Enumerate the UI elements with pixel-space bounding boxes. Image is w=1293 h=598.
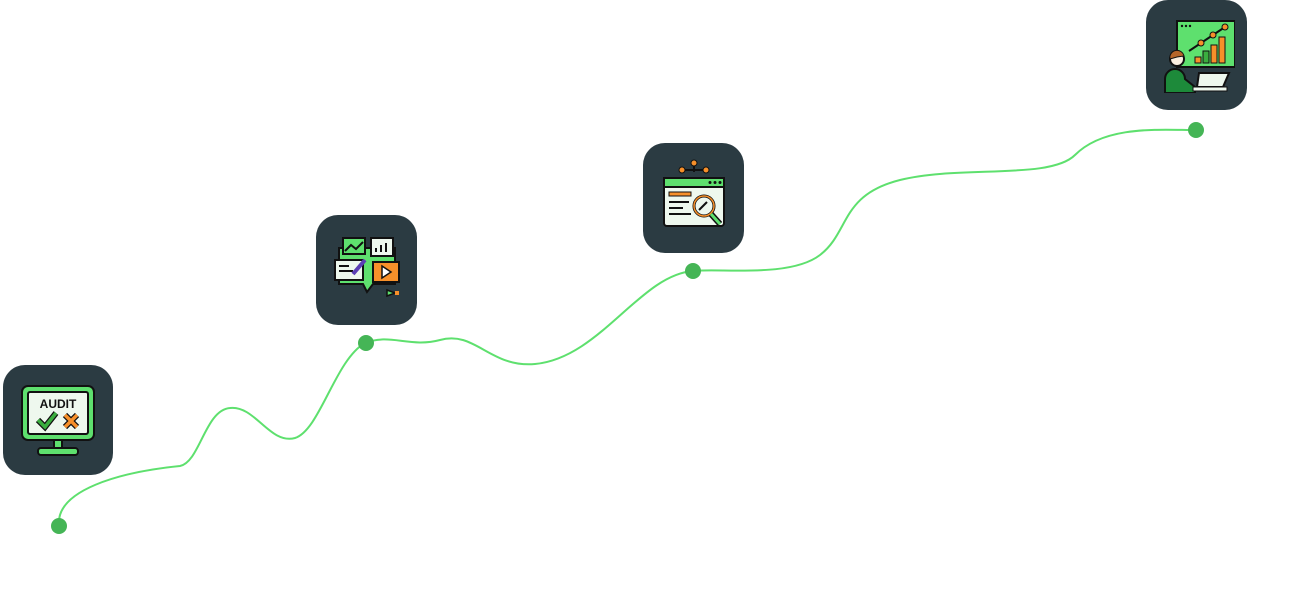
milestone-dot: [1188, 122, 1204, 138]
milestone-dot: [51, 518, 67, 534]
content-marketing-icon: [333, 237, 400, 298]
web-analysis-icon: [662, 159, 725, 227]
step-growth-tile: [1146, 0, 1247, 110]
step-seo-tile: [643, 143, 744, 253]
milestone-dot: [685, 263, 701, 279]
audit-monitor-icon: AUDIT: [21, 385, 95, 456]
step-audit-tile: AUDIT: [3, 365, 113, 475]
milestone-dot: [358, 335, 374, 351]
growth-curve: [57, 128, 1197, 527]
growth-presentation-icon: [1163, 20, 1235, 93]
audit-label: AUDIT: [40, 397, 77, 411]
step-content-tile: [316, 215, 417, 325]
